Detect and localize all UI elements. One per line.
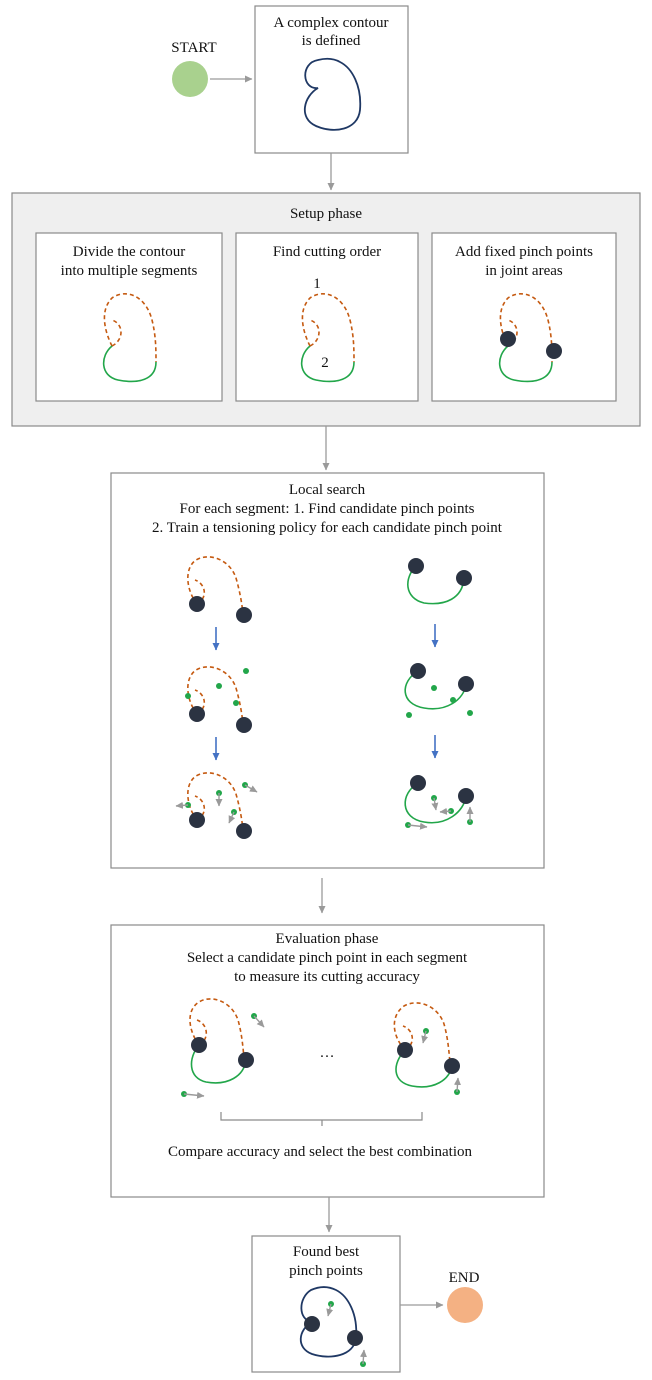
eval-ellipsis: … [320,1045,335,1061]
pinch-point [546,343,562,359]
local-title: Local search [289,482,366,498]
combination-bracket [220,1112,423,1126]
divide-line2: into multiple segments [61,263,198,279]
setup-title: Setup phase [290,206,362,222]
end-label: END [449,1270,480,1286]
end-node [447,1287,483,1323]
divide-box [35,232,223,402]
eval-combination-left [181,998,265,1099]
found-box [251,1235,401,1373]
local-left-step3 [175,772,258,839]
eval-line2: to measure its cutting accuracy [234,969,420,985]
local-line1: For each segment: 1. Find candidate pinc… [180,501,475,517]
divide-line1: Divide the contour [73,244,185,260]
pinch-box [431,232,617,402]
local-right-step1 [407,558,472,605]
eval-combination-right [393,1002,461,1095]
start-label: START [171,40,216,56]
pinch-point [500,331,516,347]
order-box [235,232,419,402]
found-contour [299,1286,367,1367]
eval-compare: Compare accuracy and select the best com… [168,1144,473,1160]
found-line1: Found best [293,1244,360,1260]
pinch-line1: Add fixed pinch points [455,244,593,260]
define-line2: is defined [302,33,361,49]
local-left-step2 [185,666,252,733]
start-node [172,61,208,97]
found-line2: pinch points [289,1263,363,1279]
order-number-1: 1 [313,276,321,292]
local-right-step3 [404,775,474,830]
define-line1: A complex contour [274,15,389,31]
eval-title: Evaluation phase [276,931,379,947]
local-left-step1 [187,556,252,623]
order-title: Find cutting order [273,244,381,260]
local-right-step2 [404,663,474,718]
pinch-line2: in joint areas [485,263,563,279]
local-line2: 2. Train a tensioning policy for each ca… [152,520,503,536]
order-number-2: 2 [321,355,329,371]
evaluation-box [110,924,545,1198]
eval-line1: Select a candidate pinch point in each s… [187,950,468,966]
